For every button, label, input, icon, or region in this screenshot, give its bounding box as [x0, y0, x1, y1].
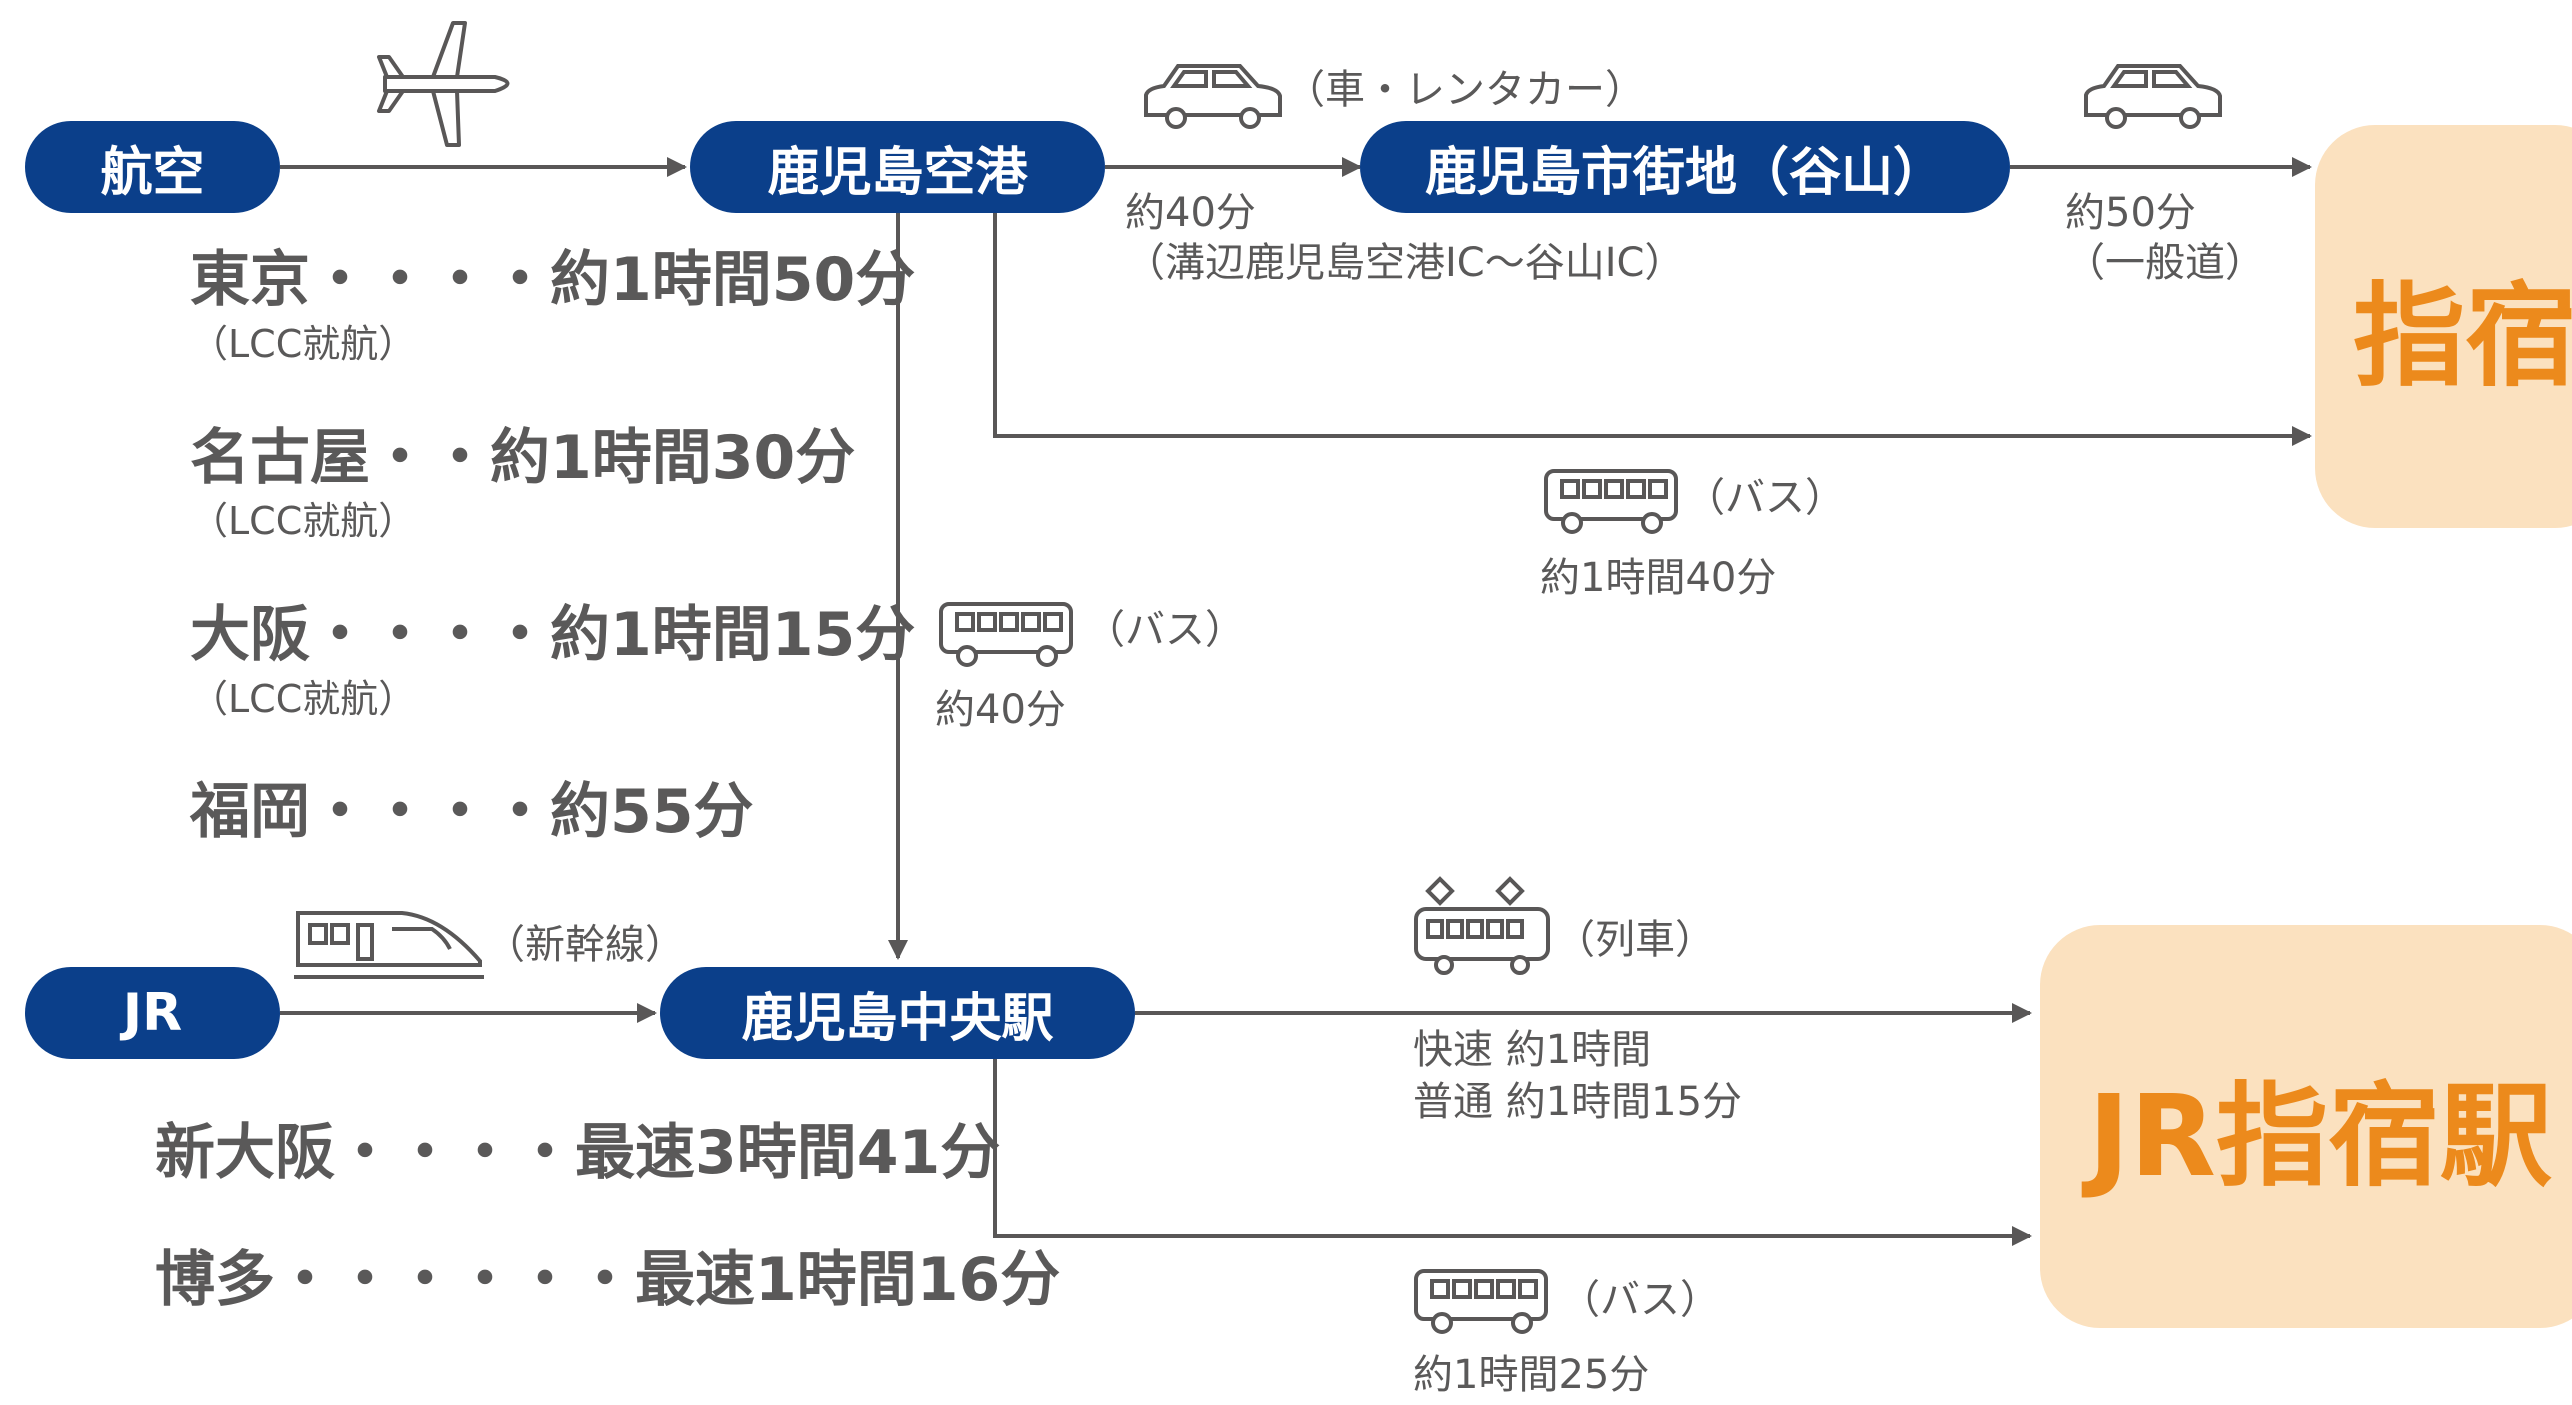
dest-jr-ibusuki: JR指宿駅 — [2040, 925, 2572, 1328]
bullet-train-icon — [294, 911, 484, 979]
bus-chuo-label: （バス） — [1560, 1277, 1720, 1323]
train-rapid: 快速 約1時間 — [1413, 1027, 1652, 1073]
bus-icon — [1544, 469, 1678, 534]
flight-osaka-note: （LCC就航） — [190, 677, 417, 721]
flight-nagoya-note: （LCC就航） — [190, 499, 417, 543]
node-jr: JR — [25, 967, 280, 1059]
arrow-chuo-bus-jr-ibusuki — [993, 1058, 2032, 1246]
shinkansen-shin-osaka: 新大阪・・・・最速3時間41分 — [155, 1118, 1001, 1188]
shinkansen-label: （新幹線） — [485, 922, 685, 968]
train-label: （列車） — [1555, 917, 1715, 963]
node-chuo: 鹿児島中央駅 — [660, 967, 1135, 1059]
node-airport: 鹿児島空港 — [690, 121, 1105, 213]
car2-time: 約50分 — [2065, 190, 2196, 236]
node-city: 鹿児島市街地（谷山） — [1360, 121, 2010, 213]
bus-icon — [939, 602, 1073, 667]
flight-fukuoka: 福岡・・・・約55分 — [190, 777, 754, 847]
bus-airport-ibusuki-label: （バス） — [1685, 475, 1845, 521]
shinkansen-hakata: 博多・・・・・・最速1時間16分 — [155, 1245, 1061, 1315]
car-icon — [1144, 64, 1282, 129]
bus-chuo-time: 約1時間25分 — [1413, 1352, 1650, 1398]
bus-icon — [1414, 1269, 1548, 1334]
car-time: 約40分 — [1125, 190, 1256, 236]
car-label: （車・レンタカー） — [1285, 67, 1645, 113]
flight-osaka: 大阪・・・・約1時間15分 — [190, 600, 916, 670]
airplane-icon — [377, 21, 510, 147]
bus-airport-ibusuki-time: 約1時間40分 — [1540, 555, 1777, 601]
node-air: 航空 — [25, 121, 280, 213]
train-local: 普通 約1時間15分 — [1413, 1079, 1743, 1125]
dest-ibusuki: 指宿 — [2315, 125, 2572, 528]
arrow-airport-bus-ibusuki — [993, 213, 2312, 446]
flight-nagoya: 名古屋・・約1時間30分 — [190, 423, 856, 493]
car2-via: （一般道） — [2065, 240, 2265, 286]
bus-airport-chuo-label: （バス） — [1085, 607, 1245, 653]
car-icon — [2084, 64, 2222, 129]
bus-airport-chuo-time: 約40分 — [935, 687, 1066, 733]
train-icon — [1414, 876, 1550, 975]
flight-tokyo: 東京・・・・約1時間50分 — [190, 245, 916, 315]
car-via: （溝辺鹿児島空港IC〜谷山IC） — [1125, 240, 1685, 286]
flight-tokyo-note: （LCC就航） — [190, 322, 417, 366]
